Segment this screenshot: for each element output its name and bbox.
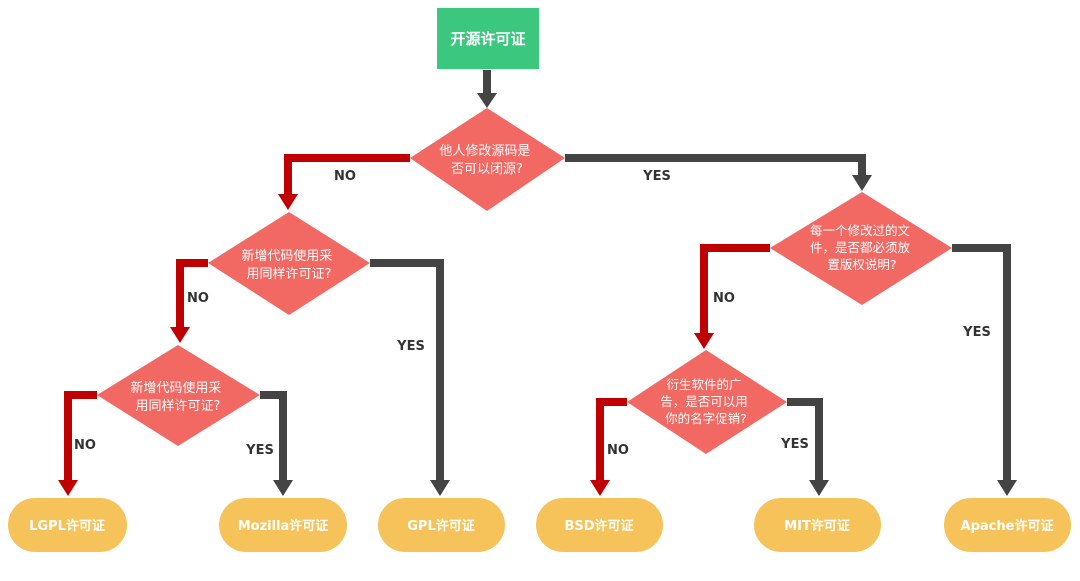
connector-d3-no <box>58 391 97 496</box>
result-bsd-label: BSD许可证 <box>564 518 633 534</box>
result-apache: Apache许可证 <box>944 498 1071 552</box>
result-gpl-label: GPL许可证 <box>407 518 474 534</box>
decision-copyright-notice-line-1: 每一个修改过的文 <box>810 223 911 238</box>
svg-text:每一个修改过的文 件，是否都必须放: 每一个修改过的文 件，是否都必须放 置版权说明? <box>810 223 914 272</box>
edge-label-d5-no: NO <box>607 443 629 458</box>
result-bsd: BSD许可证 <box>536 498 663 552</box>
svg-text:他人修改源码是 否可以闭源?: 他人修改源码是 否可以闭源? <box>439 144 534 177</box>
connector-d5-yes <box>787 398 829 496</box>
connector-d2-no <box>170 259 208 343</box>
edge-label-d4-yes: YES <box>962 325 991 340</box>
svg-text:新增代码使用采 用同样许可证?: 新增代码使用采 用同样许可证? <box>130 380 225 414</box>
connector-d4-yes <box>952 244 1017 496</box>
result-lgpl: LGPL许可证 <box>8 498 127 552</box>
connector-start-to-d1 <box>477 70 497 108</box>
decision-copyright-notice-line-2: 件，是否都必须放 <box>810 240 911 255</box>
connector-d2-yes <box>370 259 450 496</box>
decision-close-source: 他人修改源码是 否可以闭源? <box>410 108 565 211</box>
edge-label-d2-no: NO <box>187 291 209 306</box>
decision-same-license-a-line-2: 用同样许可证? <box>247 267 332 282</box>
connector-d5-no <box>590 398 627 496</box>
decision-close-source-line-1: 他人修改源码是 <box>439 144 530 159</box>
edge-label-d4-no: NO <box>713 291 735 306</box>
start-node: 开源许可证 <box>437 8 539 69</box>
connector-d1-no <box>278 154 410 210</box>
decision-close-source-line-2: 否可以闭源? <box>451 162 523 177</box>
connector-d3-yes <box>260 391 293 496</box>
result-lgpl-label: LGPL许可证 <box>29 518 105 534</box>
decision-name-promotion-line-3: 你的名字促销? <box>665 411 747 426</box>
edge-label-d3-yes: YES <box>245 443 274 458</box>
decision-same-license-a: 新增代码使用采 用同样许可证? <box>208 212 370 315</box>
decision-same-license-a-line-1: 新增代码使用采 <box>241 248 332 264</box>
result-mit: MIT许可证 <box>754 498 881 552</box>
decision-name-promotion-line-1: 衍生软件的广 <box>667 377 742 392</box>
start-node-label: 开源许可证 <box>450 30 525 48</box>
edge-label-d3-no: NO <box>74 438 96 453</box>
decision-name-promotion-line-2: 告，是否可以用 <box>660 394 748 409</box>
edge-label-d1-no: NO <box>334 169 356 184</box>
svg-text:新增代码使用采 用同样许可证?: 新增代码使用采 用同样许可证? <box>241 248 336 282</box>
result-mozilla: Mozilla许可证 <box>219 498 347 552</box>
connector-d1-yes <box>565 154 872 191</box>
edge-label-d5-yes: YES <box>780 437 809 452</box>
decision-same-license-b-line-1: 新增代码使用采 <box>130 380 221 396</box>
result-gpl: GPL许可证 <box>378 498 505 552</box>
decision-same-license-b-line-2: 用同样许可证? <box>136 399 221 414</box>
decision-copyright-notice: 每一个修改过的文 件，是否都必须放 置版权说明? <box>770 192 952 305</box>
edge-label-d2-yes: YES <box>396 339 425 354</box>
result-apache-label: Apache许可证 <box>961 518 1054 534</box>
decision-copyright-notice-line-3: 置版权说明? <box>827 257 896 272</box>
edge-label-d1-yes: YES <box>642 169 671 184</box>
svg-text:衍生软件的广 告，是否可以用 你的名: 衍生软件的广 告，是否可以用 你的名字促销? <box>660 377 752 426</box>
connector-d4-no <box>694 244 770 349</box>
decision-same-license-b: 新增代码使用采 用同样许可证? <box>97 345 260 446</box>
result-mit-label: MIT许可证 <box>784 518 850 534</box>
result-mozilla-label: Mozilla许可证 <box>238 518 329 534</box>
decision-name-promotion: 衍生软件的广 告，是否可以用 你的名字促销? <box>627 350 787 454</box>
